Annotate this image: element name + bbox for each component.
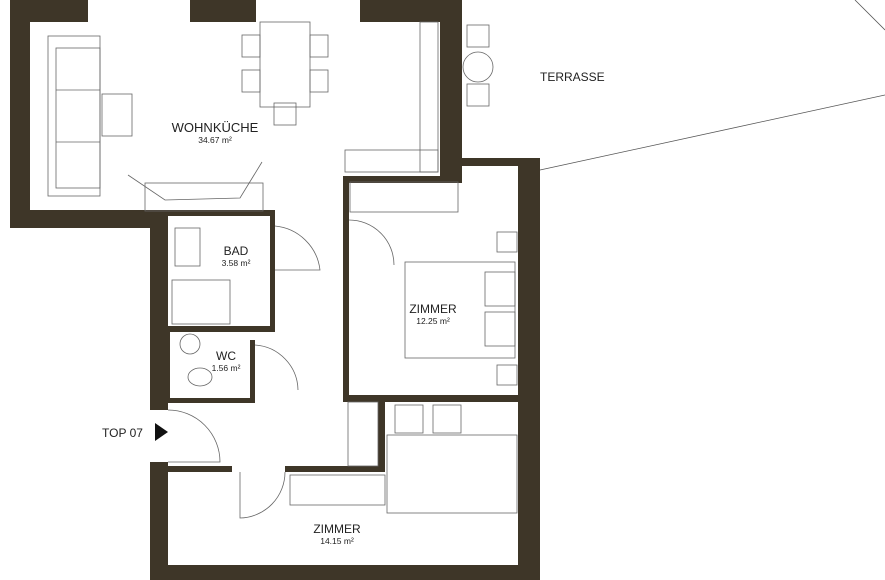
room-name: BAD: [223, 244, 249, 258]
room-name: WC: [215, 349, 236, 363]
unit-label: TOP 07: [102, 426, 143, 440]
furniture: [47, 21, 518, 514]
walls: [10, 0, 540, 580]
terrace-outline: [539, 0, 885, 171]
room-wc: WC 1.56 m²: [212, 349, 241, 373]
room-zimmer-2: ZIMMER 14.15 m²: [313, 522, 360, 546]
room-bad: BAD 3.58 m²: [222, 244, 251, 268]
room-area: 34.67 m²: [198, 135, 232, 145]
room-name: WOHNKÜCHE: [171, 120, 259, 135]
room-area: 3.58 m²: [221, 258, 251, 268]
room-area: 12.25 m²: [416, 316, 450, 326]
room-name: ZIMMER: [409, 302, 457, 316]
room-area: 14.15 m²: [320, 536, 354, 546]
room-zimmer-1: ZIMMER 12.25 m²: [409, 302, 456, 326]
room-area: 1.56 m²: [211, 363, 241, 373]
room-wohnkueche: WOHNKÜCHE 34.67 m²: [172, 120, 259, 145]
terrace-label: TERRASSE: [540, 70, 605, 84]
room-name: ZIMMER: [313, 522, 361, 536]
entrance-arrow-icon: [155, 423, 168, 441]
door-swings: [167, 219, 395, 519]
